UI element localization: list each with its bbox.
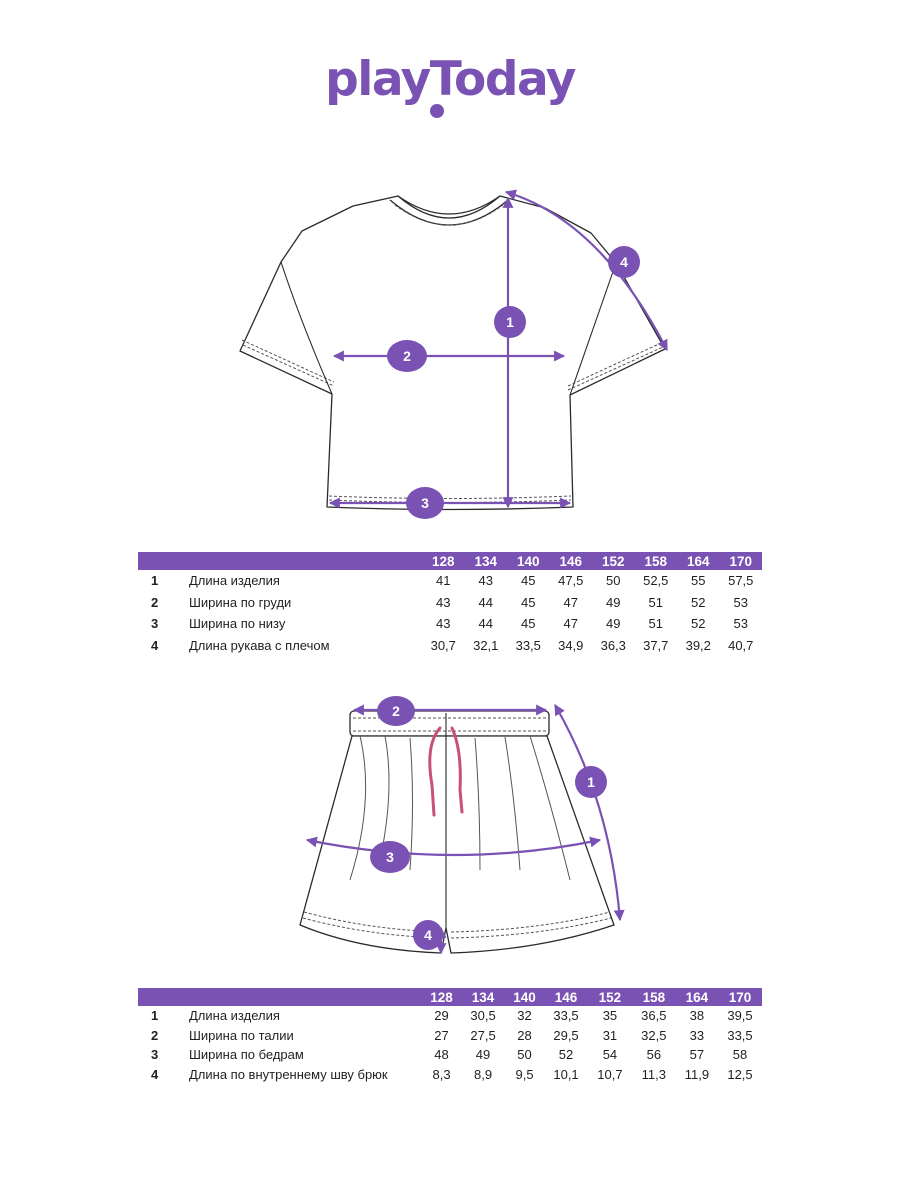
size-col: 128 <box>422 988 462 1006</box>
tshirt-size-table: 128 134 140 146 152 158 164 170 1 Длина … <box>138 552 762 656</box>
size-col: 128 <box>422 552 465 570</box>
shorts-marker-3: 3 <box>370 841 410 873</box>
size-header-row: 128 134 140 146 152 158 164 170 <box>138 552 762 570</box>
size-col: 152 <box>587 988 632 1006</box>
size-col: 152 <box>592 552 635 570</box>
svg-text:1: 1 <box>506 314 514 330</box>
size-col: 170 <box>719 552 762 570</box>
size-col: 140 <box>504 988 545 1006</box>
brand-logo: playToday <box>325 52 576 107</box>
size-col: 164 <box>675 988 719 1006</box>
table-row: 1 Длина изделия 41 43 45 47,5 50 52,5 55… <box>151 573 754 589</box>
shorts-marker-1: 1 <box>575 766 607 798</box>
table-row: 3 Ширина по низу 43 44 45 47 49 51 52 53 <box>151 616 748 632</box>
tshirt-marker-4: 4 <box>608 246 640 278</box>
size-col: 134 <box>464 552 507 570</box>
svg-text:4: 4 <box>620 254 628 270</box>
tshirt-marker-2: 2 <box>387 340 427 372</box>
svg-text:3: 3 <box>386 849 394 865</box>
shorts-marker-2: 2 <box>377 696 415 726</box>
svg-text:1: 1 <box>587 774 595 790</box>
shorts-drawing: 1 2 3 4 <box>299 696 625 955</box>
size-col: 146 <box>549 552 592 570</box>
tshirt-outline <box>239 195 666 511</box>
size-col: 158 <box>631 988 676 1006</box>
shorts-outline <box>299 735 615 954</box>
table-row: 2 Ширина по талии 27 27,5 28 29,5 31 32,… <box>151 1027 753 1043</box>
table-row: 3 Ширина по бедрам 48 49 50 52 54 56 57 … <box>151 1047 748 1063</box>
brand-logo-dot <box>430 104 444 118</box>
table-row: 2 Ширина по груди 43 44 45 47 49 51 52 5… <box>151 594 748 610</box>
svg-text:4: 4 <box>424 927 432 943</box>
size-col: 158 <box>634 552 677 570</box>
svg-text:3: 3 <box>421 495 429 511</box>
svg-text:2: 2 <box>392 703 400 719</box>
tshirt-marker-1: 1 <box>494 306 526 338</box>
size-col: 170 <box>718 988 762 1006</box>
svg-text:2: 2 <box>403 348 411 364</box>
tshirt-marker-3: 3 <box>406 487 444 519</box>
size-col: 134 <box>461 988 505 1006</box>
tshirt-drawing: 1 2 3 4 <box>239 189 668 519</box>
table-row: 4 Длина рукава с плечом 30,7 32,1 33,5 3… <box>151 637 754 653</box>
shorts-drawstring <box>428 726 464 817</box>
size-col: 140 <box>507 552 550 570</box>
table-row: 4 Длина по внутреннему шву брюк 8,3 8,9 … <box>151 1066 753 1082</box>
size-col: 164 <box>677 552 720 570</box>
size-header-row: 128 134 140 146 152 158 164 170 <box>138 988 762 1006</box>
shorts-size-table: 128 134 140 146 152 158 164 170 1 Длина … <box>138 988 762 1084</box>
table-row: 1 Длина изделия 29 30,5 32 33,5 35 36,5 … <box>151 1008 753 1024</box>
shorts-marker-4: 4 <box>413 920 443 950</box>
size-col: 146 <box>544 988 588 1006</box>
